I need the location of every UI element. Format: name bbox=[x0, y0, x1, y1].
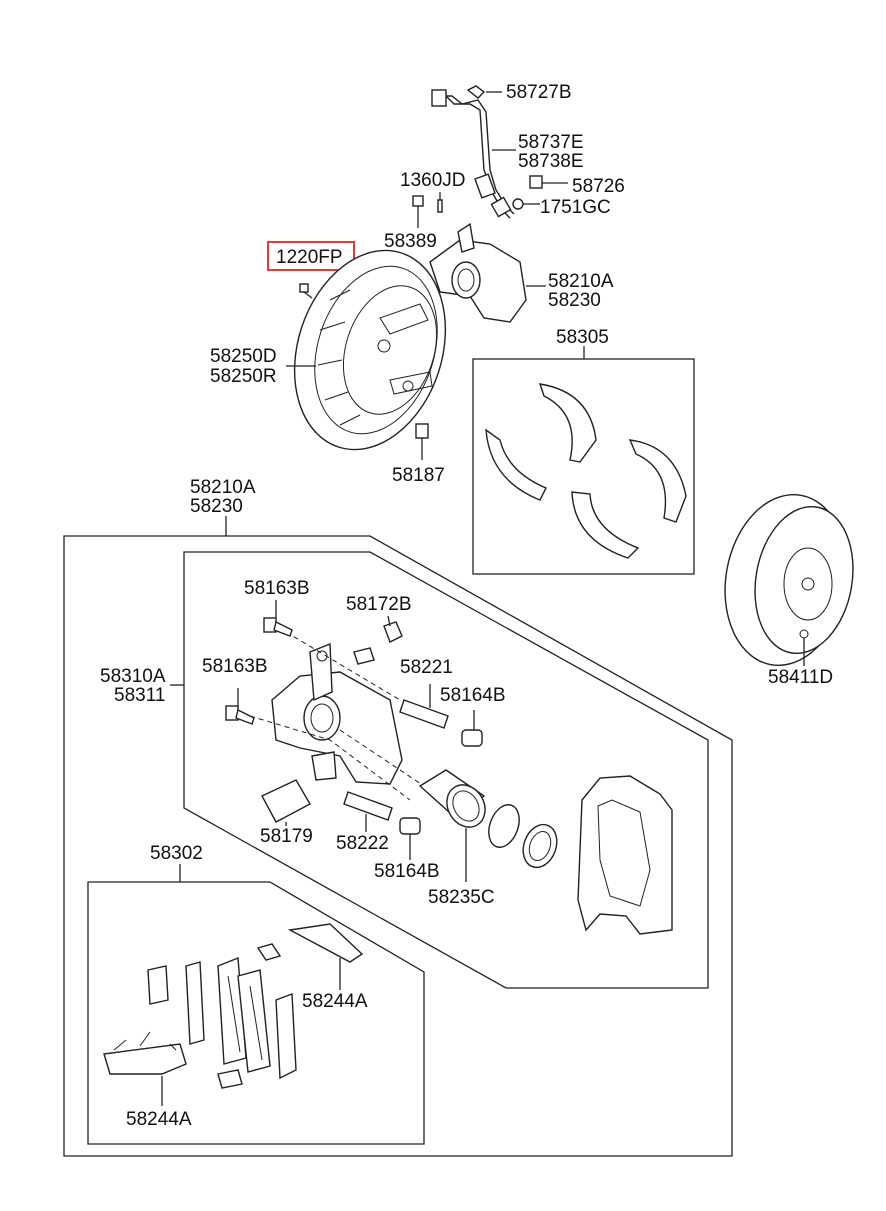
bleeder-screw[interactable] bbox=[353, 647, 375, 665]
label-58164b-a: 58164B bbox=[440, 685, 506, 706]
backing-plate-58250d[interactable] bbox=[270, 231, 470, 470]
caliper-bracket[interactable] bbox=[577, 775, 673, 935]
outer-box bbox=[63, 535, 733, 1157]
label-58163b-b: 58163B bbox=[202, 656, 268, 677]
brake-rotor-58411d[interactable] bbox=[712, 485, 864, 675]
bolt-1220fp[interactable] bbox=[299, 283, 313, 299]
label-1751gc: 1751GC bbox=[540, 197, 611, 218]
label-58164b-b: 58164B bbox=[374, 861, 440, 882]
caliper-body-58310a[interactable] bbox=[271, 642, 403, 785]
caliper-58210a-top[interactable] bbox=[429, 222, 527, 323]
label-58737e: 58737E bbox=[518, 132, 584, 153]
bolt-58726[interactable] bbox=[529, 175, 543, 189]
cap-58172b[interactable] bbox=[383, 621, 403, 643]
label-58302: 58302 bbox=[150, 843, 203, 864]
label-58244a-a: 58244A bbox=[302, 991, 368, 1012]
label-58310a: 58310A bbox=[100, 666, 166, 687]
label-58727b: 58727B bbox=[506, 82, 572, 103]
seal-ring[interactable] bbox=[483, 801, 524, 852]
bleeder-1751gc[interactable] bbox=[512, 198, 524, 210]
label-58250d: 58250D bbox=[210, 346, 277, 367]
dust-boot[interactable] bbox=[517, 820, 562, 872]
anti-rattle-clips[interactable] bbox=[103, 1031, 243, 1089]
clip-58727b[interactable] bbox=[466, 85, 486, 99]
label-1220fp: 1220FP bbox=[276, 247, 343, 268]
brake-shoes-58305[interactable] bbox=[485, 383, 687, 559]
label-58311: 58311 bbox=[114, 685, 165, 706]
label-58726: 58726 bbox=[572, 176, 625, 197]
label-58222: 58222 bbox=[336, 833, 389, 854]
wear-indicator[interactable] bbox=[256, 923, 364, 963]
bolt-58187[interactable] bbox=[415, 423, 429, 439]
label-58244a-b: 58244A bbox=[126, 1109, 192, 1130]
label-1360jd: 1360JD bbox=[400, 170, 466, 191]
boot-58164b-a[interactable] bbox=[461, 729, 483, 747]
caliper-box bbox=[183, 551, 709, 989]
pads-box bbox=[87, 881, 425, 1145]
pin-58179[interactable] bbox=[261, 779, 311, 823]
brake-pads[interactable] bbox=[217, 956, 271, 1073]
label-58230-mid: 58230 bbox=[190, 496, 243, 517]
bolt-58163b-b[interactable] bbox=[225, 705, 255, 725]
label-58305: 58305 bbox=[556, 327, 609, 348]
label-58738e: 58738E bbox=[518, 151, 584, 172]
boot-58164b-b[interactable] bbox=[399, 817, 421, 835]
label-58210a-mid: 58210A bbox=[190, 477, 256, 498]
label-58411d: 58411D bbox=[768, 667, 833, 688]
label-58210a-top: 58210A bbox=[548, 271, 614, 292]
label-58235c: 58235C bbox=[428, 887, 495, 908]
bolt-58163b-a[interactable] bbox=[263, 617, 293, 637]
pad-shims-58244a[interactable] bbox=[147, 961, 297, 1080]
label-58250r: 58250R bbox=[210, 366, 277, 387]
label-58187: 58187 bbox=[392, 465, 445, 486]
label-58230-top: 58230 bbox=[548, 290, 601, 311]
guide-pin-58221[interactable] bbox=[399, 699, 449, 729]
piston-58235c[interactable] bbox=[418, 769, 493, 834]
label-58389: 58389 bbox=[384, 231, 437, 252]
label-58163b-a: 58163B bbox=[244, 578, 310, 599]
highlight-box-1220fp bbox=[267, 241, 355, 271]
brake-hose[interactable] bbox=[431, 89, 515, 219]
label-58221: 58221 bbox=[400, 657, 453, 678]
label-58172b: 58172B bbox=[346, 594, 412, 615]
label-58179: 58179 bbox=[260, 826, 313, 847]
bolt-58389[interactable] bbox=[412, 195, 424, 220]
guide-pin-58222[interactable] bbox=[343, 791, 393, 821]
screw-1360jd[interactable] bbox=[437, 199, 443, 213]
